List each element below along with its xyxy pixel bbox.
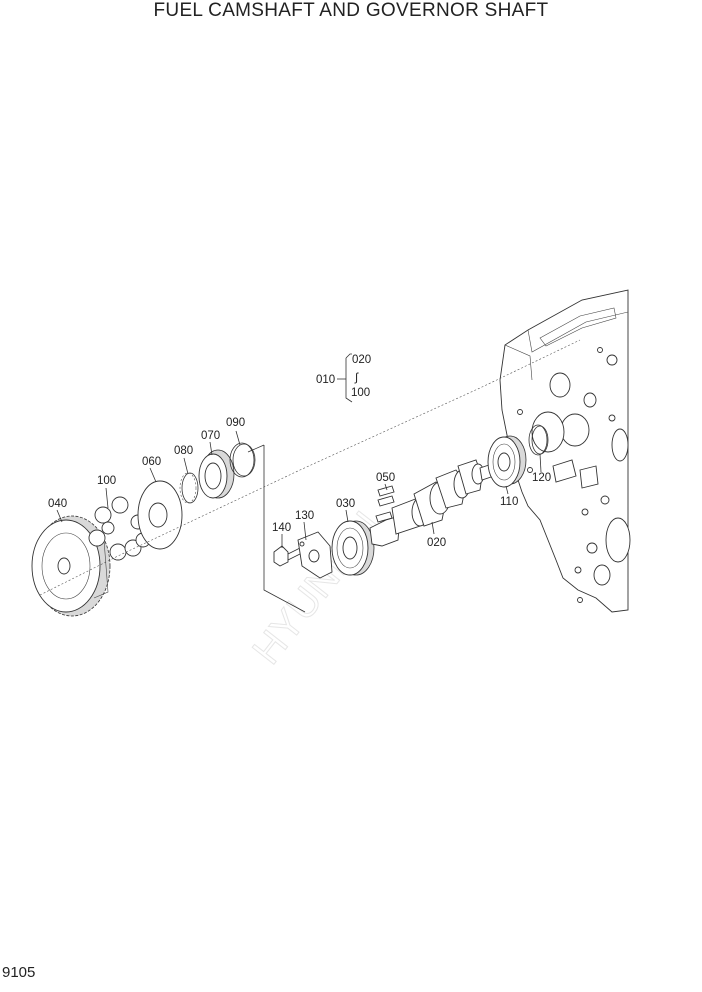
callout-060: 060 xyxy=(142,456,161,468)
callout-020-range: 020 xyxy=(352,354,371,366)
callout-070: 070 xyxy=(201,430,220,442)
bolt-140 xyxy=(273,545,301,567)
page-title: FUEL CAMSHAFT AND GOVERNOR SHAFT xyxy=(153,0,549,21)
group-bracket-top xyxy=(247,444,265,453)
plate-060 xyxy=(137,480,183,550)
bearing-110 xyxy=(487,435,527,488)
callout-labels: 020 ∫ 100 010 090 070 080 060 100 040 05… xyxy=(48,354,551,549)
circlip-090 xyxy=(229,442,256,478)
bearing-070 xyxy=(198,449,235,499)
callout-040: 040 xyxy=(48,498,67,510)
callout-020: 020 xyxy=(427,537,446,549)
leader-lines xyxy=(56,353,542,548)
callout-range-separator: ∫ xyxy=(354,372,359,384)
callout-080: 080 xyxy=(174,445,193,457)
callout-130: 130 xyxy=(295,510,314,522)
washers-100 xyxy=(88,496,151,561)
callout-030: 030 xyxy=(336,498,355,510)
callout-110: 110 xyxy=(500,496,518,508)
callout-090: 090 xyxy=(226,417,245,429)
callout-100: 100 xyxy=(97,475,116,487)
page-number: 9105 xyxy=(2,964,36,981)
bearing-030 xyxy=(331,520,375,576)
engine-block xyxy=(499,289,631,613)
callout-010: 010 xyxy=(316,374,335,386)
snap-ring-080 xyxy=(179,472,199,504)
assembly-axis xyxy=(39,339,581,596)
callout-120: 120 xyxy=(532,472,551,484)
stopper-130 xyxy=(297,531,333,579)
callout-100-range: 100 xyxy=(351,387,370,399)
key-050 xyxy=(375,485,395,523)
camshaft-020 xyxy=(369,459,495,547)
group-bracket xyxy=(263,445,306,613)
callout-050: 050 xyxy=(376,472,395,484)
callout-140: 140 xyxy=(272,522,291,534)
